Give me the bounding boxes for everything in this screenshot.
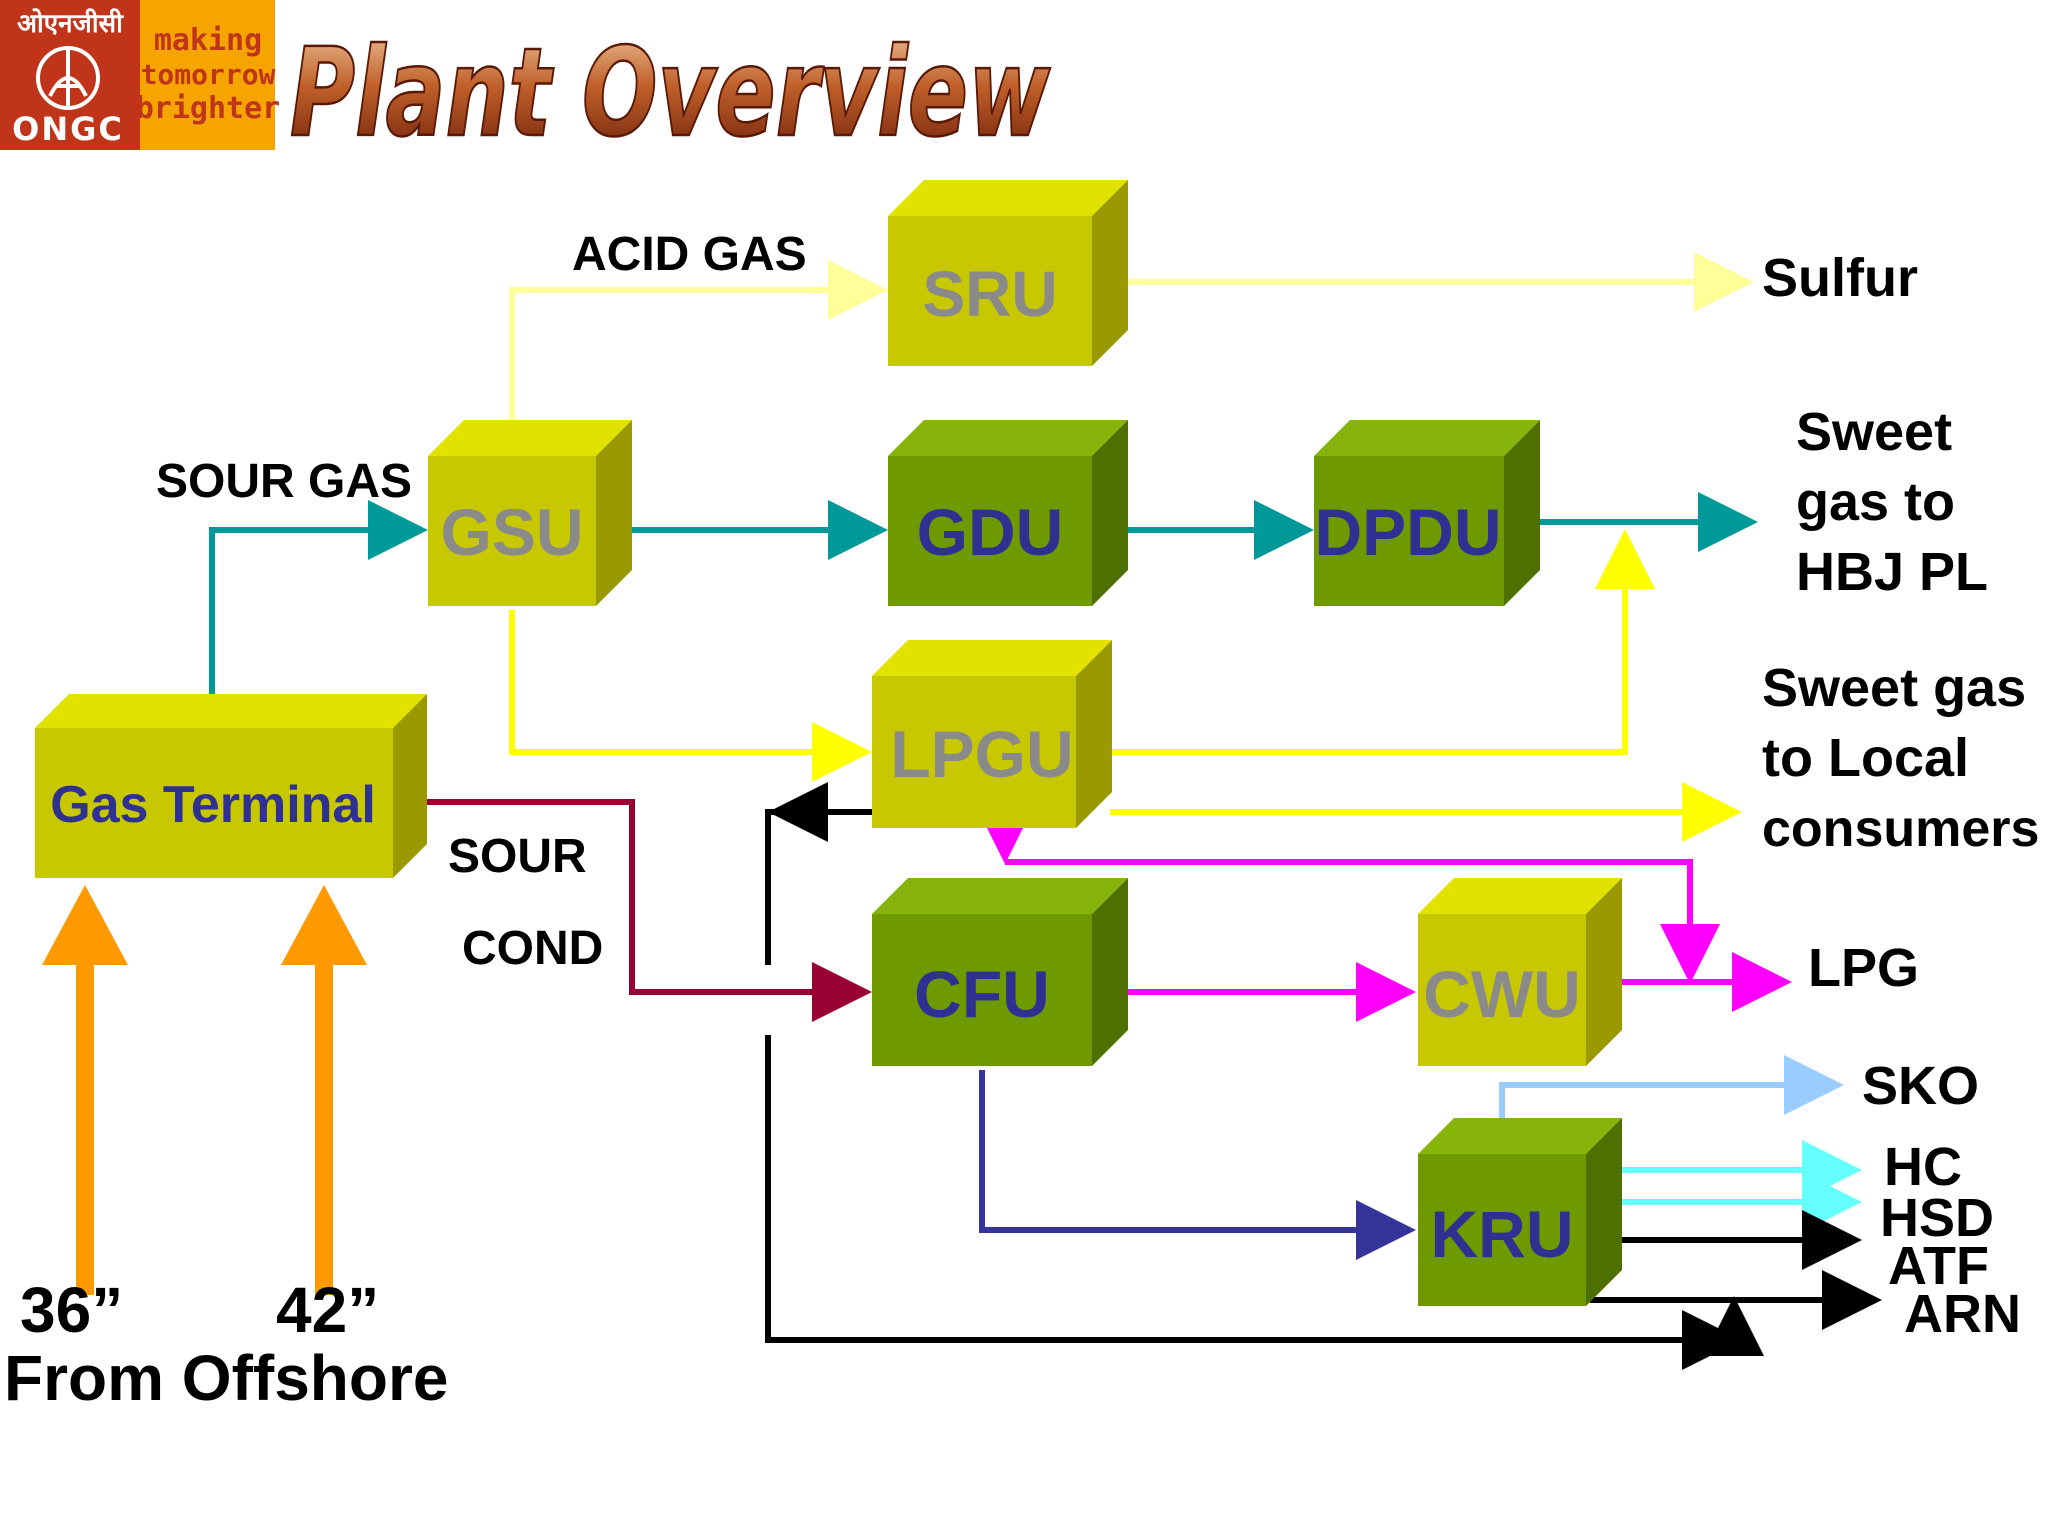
sweet-hbj-line-2: gas to (1796, 472, 1955, 532)
logo-company: ONGC (12, 110, 124, 148)
pipe-36-label: 36” (20, 1274, 123, 1346)
hsd-label: HSD (1880, 1188, 1994, 1248)
gsu-box (428, 420, 632, 606)
sru-box (888, 180, 1128, 366)
kru-box (1418, 1118, 1622, 1306)
flow-lines (209, 252, 1882, 1370)
sulfur-label: Sulfur (1762, 248, 1918, 308)
cwu-box (1418, 878, 1622, 1066)
sweet-hbj-line-1: Sweet (1796, 402, 1952, 462)
hc-label: HC (1884, 1137, 1962, 1197)
gas-terminal-box (35, 694, 427, 878)
logo-tagline-3: brighter (136, 91, 281, 126)
sru-label: SRU (922, 258, 1057, 330)
gdu-box (888, 420, 1128, 606)
logo-hindi-text: ओएनजीसी (17, 8, 124, 39)
ongc-emblem-icon (36, 46, 100, 110)
acid-gas-label: ACID GAS (572, 228, 807, 281)
cfu-label: CFU (914, 957, 1050, 1031)
dpdu-label: DPDU (1314, 495, 1501, 569)
sweet-hbj-line-3: HBJ PL (1796, 542, 1988, 602)
pipe-42-label: 42” (276, 1274, 379, 1346)
ongc-logo: ओएनजीसी ONGC making tomorrow brighter (0, 0, 280, 150)
unit-boxes (35, 180, 1622, 1306)
dpdu-box (1314, 420, 1540, 606)
lpgu-label: LPGU (890, 717, 1073, 791)
logo-tagline-2: tomorrow (141, 58, 276, 91)
sko-label: SKO (1862, 1056, 1979, 1116)
lpgu-box (872, 640, 1112, 828)
page-title: Plant Overview (290, 22, 1051, 164)
kru-label: KRU (1431, 1197, 1574, 1271)
arn-label: ARN (1904, 1284, 2021, 1344)
gas-terminal-label: Gas Terminal (50, 776, 376, 834)
sour-gas-label: SOUR GAS (156, 455, 412, 508)
gsu-label: GSU (440, 495, 583, 569)
lpg-label: LPG (1808, 938, 1919, 998)
unit-labels: Gas Terminal GSU SRU GDU DPDU LPGU CFU C… (50, 258, 1581, 1271)
cfu-box (872, 878, 1128, 1066)
from-offshore-label: From Offshore (4, 1342, 448, 1414)
cond-label: COND (462, 922, 603, 975)
logo-tagline-1: making (154, 23, 262, 58)
cwu-label: CWU (1423, 957, 1581, 1031)
gdu-label: GDU (917, 495, 1064, 569)
stream-labels: ACID GAS SOUR GAS SOUR COND Sulfur Sweet… (4, 228, 2039, 1414)
sweet-local-line-1: Sweet gas (1762, 658, 2026, 718)
sweet-local-line-3: consumers (1762, 800, 2039, 858)
atf-label: ATF (1888, 1236, 1989, 1296)
sweet-local-line-2: to Local (1762, 728, 1969, 788)
inlet-arrows (42, 885, 367, 1295)
sour-label: SOUR (448, 830, 587, 883)
